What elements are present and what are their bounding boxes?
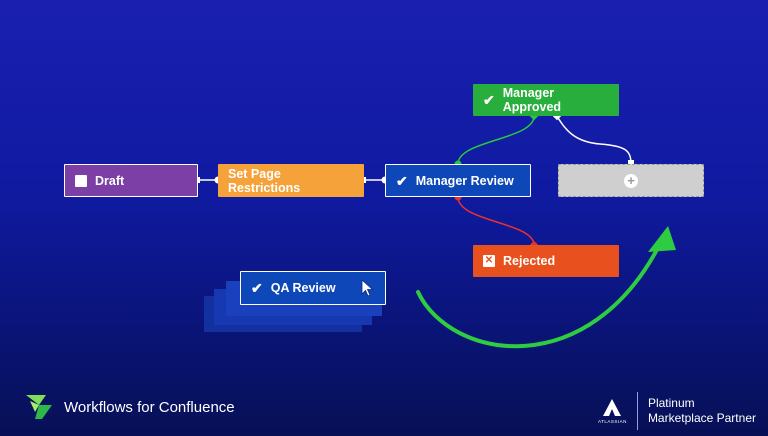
status-qa-review-label: QA Review: [270, 281, 336, 295]
partner-badge: ATLASSIAN Platinum Marketplace Partner: [598, 392, 756, 430]
status-qa-review[interactable]: ✔ QA Review: [240, 271, 386, 305]
plus-circle-icon: +: [624, 173, 638, 188]
cursor-arrow-icon: [361, 279, 374, 297]
partner-line-2: Marketplace Partner: [647, 411, 756, 425]
status-rejected-label: Rejected: [503, 254, 556, 268]
atlassian-logo: ATLASSIAN: [598, 398, 627, 424]
connector-review-approved: [457, 115, 535, 165]
status-rejected[interactable]: ✕ Rejected: [473, 245, 619, 277]
x-box-icon: ✕: [483, 255, 495, 267]
status-manager-review[interactable]: ✔ Manager Review: [385, 164, 531, 197]
status-draft[interactable]: Draft: [64, 164, 198, 197]
connector-handle[interactable]: [628, 160, 634, 166]
status-draft-label: Draft: [95, 173, 125, 188]
partner-text: Platinum Marketplace Partner: [648, 396, 756, 426]
check-icon: ✔: [251, 280, 263, 296]
status-manager-approved[interactable]: ✔ Manager Approved: [473, 84, 619, 116]
brand: Workflows for Confluence: [24, 392, 235, 422]
atlassian-logo-icon: [603, 399, 622, 416]
connector-approved-placeholder: [556, 115, 632, 165]
check-icon: ✔: [396, 172, 408, 189]
curved-arrow: [416, 238, 664, 349]
status-manager-review-label: Manager Review: [415, 173, 514, 188]
action-restrictions-label: Set Page Restrictions: [228, 166, 301, 195]
check-icon: ✔: [483, 92, 495, 108]
add-status-placeholder[interactable]: +: [558, 164, 704, 197]
workflows-logo-icon: [26, 395, 52, 419]
partner-divider: [636, 392, 638, 430]
atlassian-wordmark: ATLASSIAN: [598, 419, 627, 424]
brand-name: Workflows for Confluence: [64, 398, 235, 416]
curved-arrow-head: [648, 226, 676, 252]
connector-review-rejected: [457, 196, 535, 246]
square-icon: [75, 174, 87, 187]
action-set-page-restrictions[interactable]: Set Page Restrictions: [218, 164, 364, 197]
status-manager-approved-label: Manager Approved: [502, 86, 562, 114]
partner-line-1: Platinum: [647, 396, 695, 410]
